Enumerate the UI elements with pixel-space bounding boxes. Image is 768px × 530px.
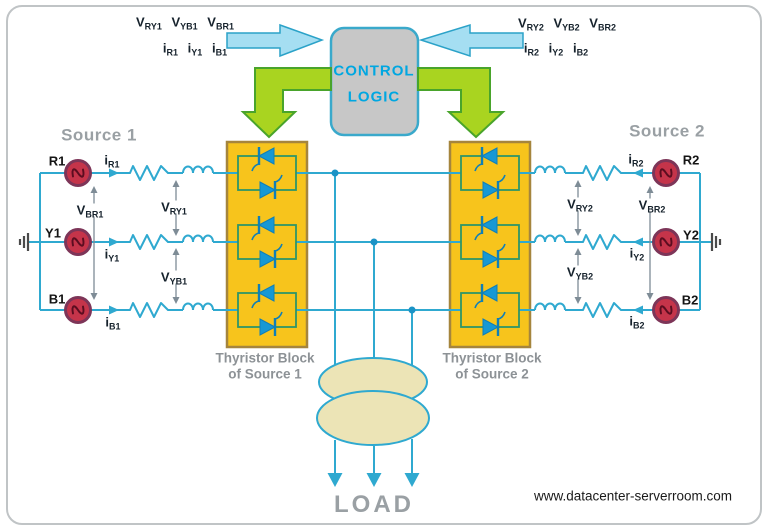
phase-label-y1: Y1 <box>45 225 61 241</box>
thyristor-block1-caption: Thyristor Block of Source 1 <box>215 350 315 381</box>
voltage-label-vyb1: VYB1 <box>158 269 190 287</box>
current-label-ir1: iR1 <box>104 152 120 170</box>
load-arrow-2-icon <box>366 473 382 487</box>
resistor-b2 <box>582 302 622 318</box>
load-output-arrowheads <box>327 473 420 487</box>
v-ry1-signal: VRY1 <box>136 14 162 32</box>
load-label: LOAD <box>334 491 414 518</box>
phase-label-b2: B2 <box>681 292 699 308</box>
current-label-iy1: iY1 <box>104 246 120 264</box>
current-label-iy2: iY2 <box>629 245 645 263</box>
inductor-b2 <box>534 302 566 311</box>
gate-drive-arrow-block2-icon <box>417 67 506 139</box>
junction-dot-y <box>370 238 378 246</box>
inductor-y2 <box>534 234 566 243</box>
thyristor-block-1 <box>225 140 309 349</box>
resistor-r1 <box>129 165 169 181</box>
inductor-b1 <box>182 302 214 311</box>
i-y2-signal: iY2 <box>548 40 564 58</box>
voltage-label-vry1: VRY1 <box>159 199 189 217</box>
resistor-y1 <box>129 234 169 250</box>
load-feed-wires <box>334 173 413 376</box>
voltage-label-vry2: VRY2 <box>565 196 595 214</box>
load-arrow-1-icon <box>327 473 343 487</box>
ac-source-y1-icon <box>64 228 92 256</box>
source1-voltage-signals-label: VRY1 VYB1 VBR1 <box>133 14 237 32</box>
i-b2-signal: iB2 <box>572 40 589 58</box>
source2-voltage-signals-label: VRY2 VYB2 VBR2 <box>515 15 619 33</box>
phase-label-b1: B1 <box>48 291 66 307</box>
inductor-y1 <box>182 234 214 243</box>
inductor-r1 <box>182 165 214 174</box>
current-arrows <box>109 168 643 315</box>
v-ry2-signal: VRY2 <box>518 15 544 33</box>
i-y1-signal: iY1 <box>187 40 203 58</box>
current-arrow-b1-icon <box>109 305 119 315</box>
source2-title: Source 2 <box>629 121 705 141</box>
load-arrow-3-icon <box>404 473 420 487</box>
current-arrow-r1-icon <box>109 168 119 178</box>
source2-wires <box>519 172 712 311</box>
voltage-label-vbr1: VBR1 <box>74 202 106 220</box>
gate-drive-arrow-block1-icon <box>240 67 332 139</box>
source1-title: Source 1 <box>61 125 137 145</box>
ac-source-y2-icon <box>652 228 680 256</box>
current-label-ib1: iB1 <box>105 314 121 332</box>
ac-source-r1-icon <box>64 159 92 187</box>
current-arrow-b2-icon <box>633 305 643 315</box>
source2-current-signals-label: iR2 iY2 iB2 <box>521 40 591 58</box>
current-label-ib2: iB2 <box>629 313 645 331</box>
control-logic-label-line2: LOGIC <box>347 88 401 106</box>
phase-label-y2: Y2 <box>683 227 699 243</box>
source1-signals-arrow-icon <box>226 23 325 58</box>
v-yb1-signal: VYB1 <box>171 14 198 32</box>
ac-source-r2-icon <box>652 159 680 187</box>
current-arrow-y2-icon <box>633 237 643 247</box>
thyristor-block-2 <box>448 140 532 349</box>
current-arrow-r2-icon <box>633 168 643 178</box>
load-transformer-secondary-icon <box>316 390 430 446</box>
voltage-label-vbr2: VBR2 <box>636 197 668 215</box>
v-yb2-signal: VYB2 <box>553 15 580 33</box>
voltage-label-vyb2: VYB2 <box>564 264 596 282</box>
source1-ground-icon <box>18 231 30 253</box>
source2-ground-icon <box>710 231 722 253</box>
phase-label-r1: R1 <box>48 153 66 169</box>
junction-dot-b <box>408 306 416 314</box>
control-logic-box <box>329 26 420 137</box>
inductor-r2 <box>534 165 566 174</box>
ac-source-b1-icon <box>64 296 92 324</box>
v-br1-signal: VBR1 <box>207 14 234 32</box>
thyristor-block2-caption: Thyristor Block of Source 2 <box>442 350 542 381</box>
current-arrow-y1-icon <box>109 237 119 247</box>
control-logic-label-line1: CONTROL <box>333 62 415 80</box>
source1-current-signals-label: iR1 iY1 iB1 <box>160 40 230 58</box>
source2-signals-arrow-icon <box>418 23 524 58</box>
i-b1-signal: iB1 <box>211 40 228 58</box>
v-br2-signal: VBR2 <box>589 15 616 33</box>
resistor-b1 <box>129 302 169 318</box>
website-credit: www.datacenter-serverroom.com <box>533 488 733 504</box>
junction-dot-r <box>331 169 339 177</box>
resistor-y2 <box>582 234 622 250</box>
ac-source-b2-icon <box>652 296 680 324</box>
current-label-ir2: iR2 <box>628 151 644 169</box>
load-output-wires <box>334 439 413 474</box>
i-r1-signal: iR1 <box>162 40 179 58</box>
resistor-r2 <box>582 165 622 181</box>
phase-label-r2: R2 <box>682 152 700 168</box>
i-r2-signal: iR2 <box>523 40 540 58</box>
